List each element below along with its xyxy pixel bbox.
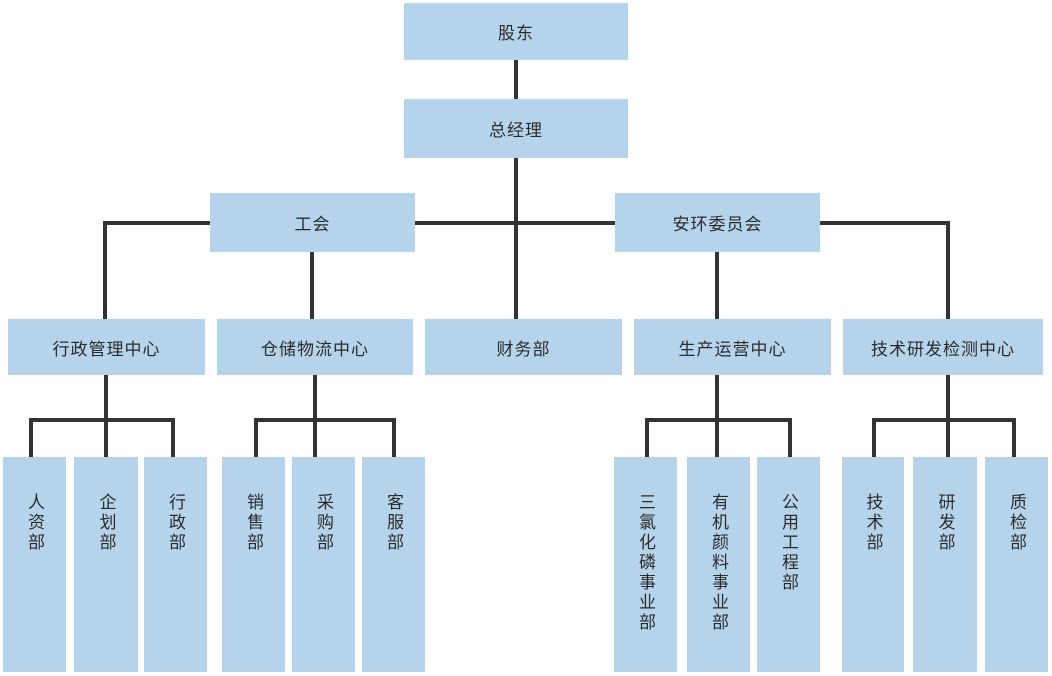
connector-line (313, 418, 317, 459)
org-node-rd-dept-label: 研发部 (935, 493, 955, 553)
org-node-admin-mgmt-center: 行政管理中心 (8, 319, 205, 375)
org-node-organic-pigment-division: 有机颜料事业部 (687, 457, 750, 672)
org-node-public-works-dept-label: 公用工程部 (779, 493, 798, 593)
org-node-admin-dept: 行政部 (144, 457, 207, 672)
connector-line (103, 221, 107, 321)
org-node-purchasing-dept: 采购部 (292, 457, 355, 672)
org-node-warehouse-logistics: 仓储物流中心 (217, 319, 413, 375)
org-node-production-ops-center: 生产运营中心 (634, 319, 831, 375)
org-node-planning-dept-label: 企划部 (96, 493, 116, 553)
org-node-sales-dept-label: 销售部 (244, 493, 263, 553)
org-node-public-works-dept: 公用工程部 (757, 457, 820, 672)
org-node-general-manager: 总经理 (404, 99, 628, 158)
org-node-technology-dept-label: 技术部 (863, 493, 883, 553)
org-node-technology-dept: 技术部 (842, 457, 904, 672)
connector-line (313, 373, 317, 422)
org-node-shareholders: 股东 (404, 3, 628, 60)
connector-line (715, 373, 719, 422)
org-node-labor-union: 工会 (210, 193, 415, 252)
org-node-safety-env-committee-label: 安环委员会 (672, 215, 763, 234)
connector-line (310, 250, 314, 321)
org-node-hr-dept: 人资部 (3, 457, 66, 672)
connector-line (514, 58, 518, 101)
connector-line (715, 418, 719, 459)
org-node-labor-union-label: 工会 (294, 215, 331, 234)
org-node-customer-service-dept-label: 客服部 (384, 493, 403, 553)
connector-line (392, 418, 396, 459)
org-node-rd-dept: 研发部 (913, 457, 977, 672)
connector-line (514, 156, 518, 321)
org-node-tech-rd-testing-center: 技术研发检测中心 (843, 319, 1043, 375)
connector-line (645, 418, 649, 459)
connector-line (29, 418, 33, 459)
org-node-phosphorus-trichloride-division-label: 三氯化磷事业部 (636, 493, 655, 633)
org-node-quality-inspection-dept: 质检部 (985, 457, 1048, 672)
connector-line (171, 418, 175, 459)
org-node-finance-dept: 财务部 (425, 319, 622, 375)
org-node-hr-dept-label: 人资部 (25, 493, 44, 553)
connector-line (103, 221, 950, 225)
org-node-safety-env-committee: 安环委员会 (615, 193, 820, 252)
org-node-tech-rd-testing-center-label: 技术研发检测中心 (871, 339, 1015, 359)
connector-line (946, 221, 950, 321)
connector-line (1012, 418, 1016, 459)
connector-line (946, 373, 950, 422)
org-node-shareholders-label: 股东 (498, 24, 534, 43)
connector-line (946, 418, 950, 459)
connector-line (254, 418, 396, 422)
org-node-quality-inspection-dept-label: 质检部 (1007, 493, 1026, 553)
org-node-planning-dept: 企划部 (74, 457, 138, 672)
org-node-phosphorus-trichloride-division: 三氯化磷事业部 (614, 457, 677, 672)
org-node-customer-service-dept: 客服部 (362, 457, 425, 672)
connector-line (29, 418, 175, 422)
org-node-general-manager-label: 总经理 (489, 121, 543, 140)
connector-line (872, 418, 1016, 422)
org-node-admin-mgmt-center-label: 行政管理中心 (52, 339, 161, 359)
org-node-finance-dept-label: 财务部 (496, 339, 551, 359)
org-node-purchasing-dept-label: 采购部 (314, 493, 333, 553)
connector-line (104, 373, 108, 422)
connector-line (254, 418, 258, 459)
connector-line (872, 418, 876, 459)
org-node-production-ops-center-label: 生产运营中心 (678, 339, 787, 359)
org-node-organic-pigment-division-label: 有机颜料事业部 (709, 493, 728, 633)
org-node-warehouse-logistics-label: 仓储物流中心 (261, 339, 369, 359)
connector-line (788, 418, 792, 459)
org-node-admin-dept-label: 行政部 (166, 493, 185, 553)
connector-line (715, 250, 719, 321)
connector-line (104, 418, 108, 459)
org-node-sales-dept: 销售部 (222, 457, 285, 672)
